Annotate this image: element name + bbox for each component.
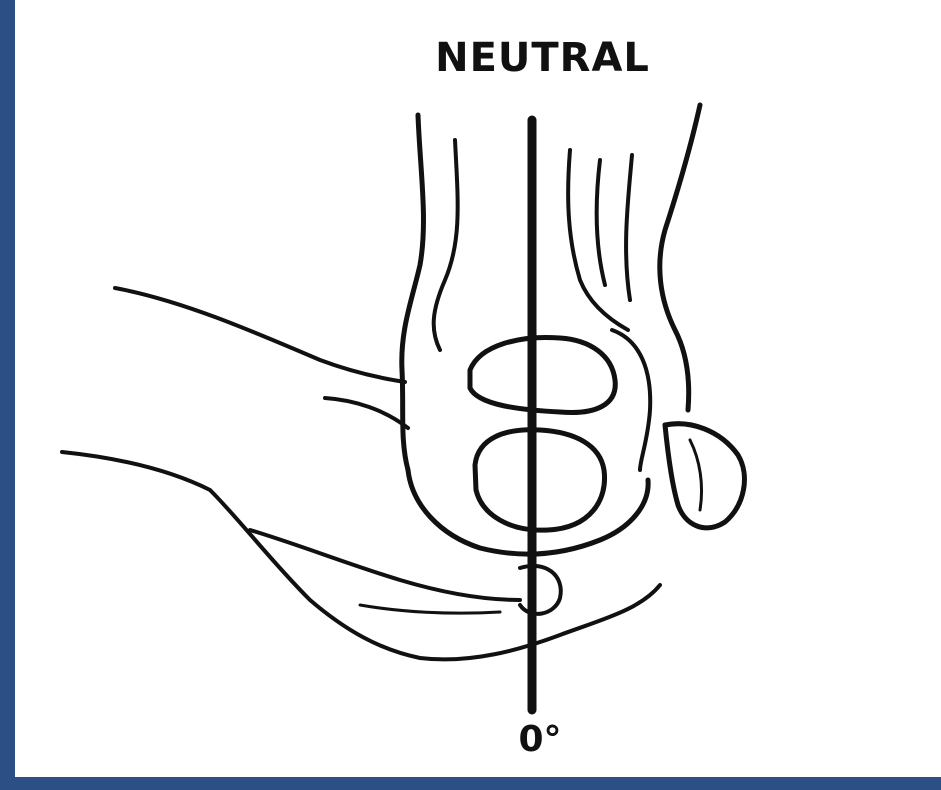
tendon-right-1 [626,155,632,300]
hand-finger-1 [250,530,520,600]
hand-thumb-crease [325,398,408,428]
hand-upper-outline [115,288,405,382]
ankle-lateral-shape [612,330,650,470]
lateral-bump [665,424,744,528]
hand-finger-tip [520,566,561,614]
leg-left-inner-contour [434,140,458,350]
ankle-bone-upper [470,337,615,412]
diagram-title: NEUTRAL [390,38,695,78]
ankle-bone-lower-calcaneus [475,430,605,530]
angle-label: 0° [495,722,585,758]
tendon-right-2 [597,160,605,285]
hand-lower-outline [62,452,660,659]
leg-right-outline [660,105,700,410]
lateral-bump-inner [690,440,702,510]
leg-left-outline [402,115,424,470]
hand-finger-2 [360,605,500,613]
